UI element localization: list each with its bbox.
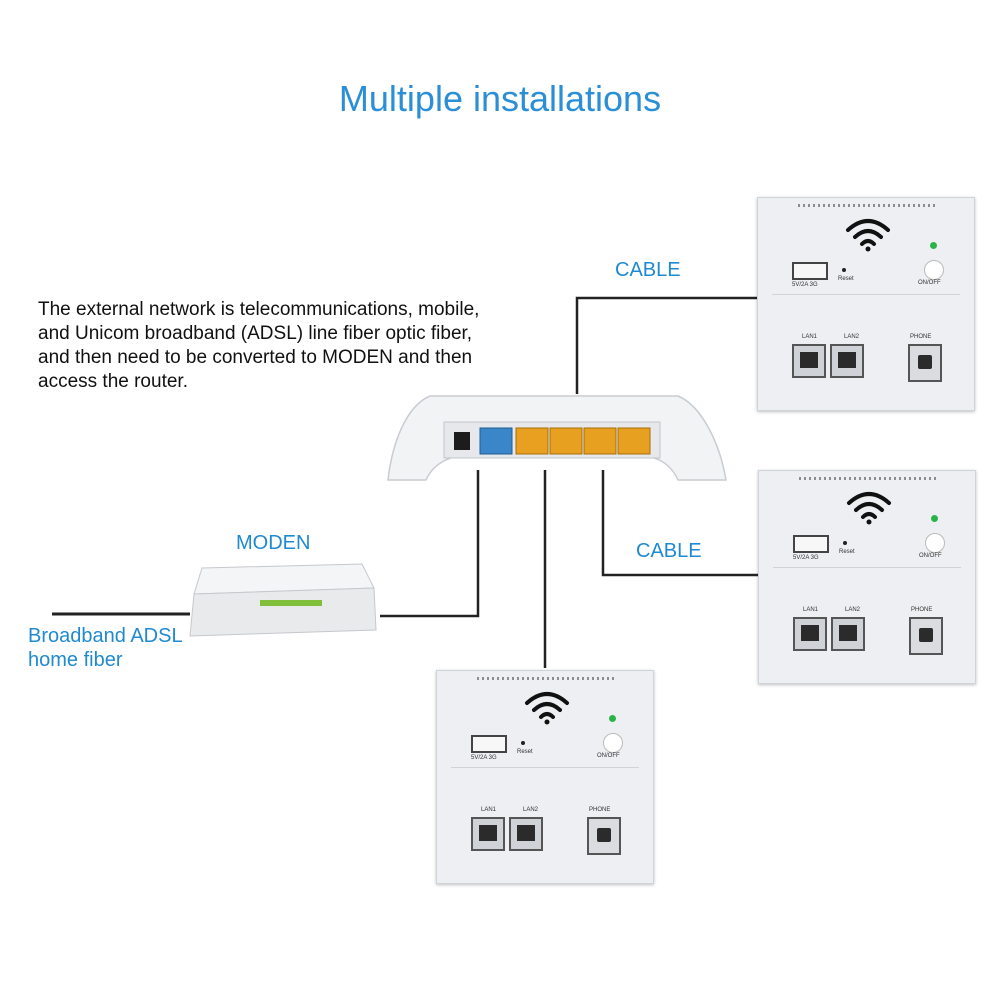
onoff-label: ON/OFF xyxy=(597,753,620,759)
lan1-port xyxy=(792,344,826,378)
description-text: The external network is telecommunicatio… xyxy=(38,299,480,392)
wifi-icon xyxy=(525,692,569,725)
phone-port xyxy=(908,344,942,382)
lan-port-4 xyxy=(617,427,651,455)
reset-hole xyxy=(842,268,846,272)
reset-hole xyxy=(521,741,525,745)
page-title: Multiple installations xyxy=(338,78,662,119)
onoff-label: ON/OFF xyxy=(918,280,941,286)
lan-port-1 xyxy=(515,427,549,455)
modem-front xyxy=(189,587,377,637)
usb-port xyxy=(792,262,828,280)
reset-label: Reset xyxy=(838,276,854,282)
reset-hole xyxy=(843,541,847,545)
lan2-port xyxy=(831,617,865,651)
usb-label: 5V/2A 3G xyxy=(792,282,818,288)
cable-label-middle: CABLE xyxy=(636,540,702,562)
lan-port-2 xyxy=(549,427,583,455)
on-off-button xyxy=(924,260,944,280)
phone-port xyxy=(587,817,621,855)
vent-grille xyxy=(477,677,617,680)
panel-divider xyxy=(772,294,960,295)
router xyxy=(387,395,727,481)
reset-label: Reset xyxy=(517,749,533,755)
phone-label: PHONE xyxy=(589,807,611,813)
wall-panel-top: ON/OFF 5V/2A 3G Reset LAN1 LAN2 PHONE xyxy=(757,197,975,411)
panel-divider xyxy=(451,767,639,768)
modem-led-strip xyxy=(260,600,322,606)
power-port xyxy=(454,432,470,450)
lan1-label: LAN1 xyxy=(481,807,497,813)
vent-grille xyxy=(798,204,938,207)
lan1-label: LAN1 xyxy=(802,334,818,340)
lan2-port xyxy=(830,344,864,378)
wan-port xyxy=(479,427,513,455)
phone-label: PHONE xyxy=(910,334,932,340)
wifi-icon xyxy=(846,219,890,252)
usb-label: 5V/2A 3G xyxy=(793,555,819,561)
adsl-label-line2: home fiber xyxy=(28,649,123,671)
power-led xyxy=(930,242,937,249)
lan1-port xyxy=(793,617,827,651)
panel-divider xyxy=(773,567,961,568)
lan1-port xyxy=(471,817,505,851)
usb-port xyxy=(793,535,829,553)
power-led xyxy=(931,515,938,522)
on-off-button xyxy=(925,533,945,553)
moden-label: MODEN xyxy=(236,532,311,554)
wire-router-to-modem xyxy=(380,470,480,618)
adsl-label-line1: Broadband ADSL xyxy=(28,625,183,647)
wall-panel-middle: ON/OFF 5V/2A 3G Reset LAN1 LAN2 PHONE xyxy=(758,470,976,684)
wire-router-to-panel-top xyxy=(575,296,760,394)
wall-panel-bottom: ON/OFF 5V/2A 3G Reset LAN1 LAN2 PHONE xyxy=(436,670,654,884)
usb-label: 5V/2A 3G xyxy=(471,755,497,761)
usb-port xyxy=(471,735,507,753)
lan-port-3 xyxy=(583,427,617,455)
lan2-label: LAN2 xyxy=(844,334,860,340)
phone-label: PHONE xyxy=(911,607,933,613)
onoff-label: ON/OFF xyxy=(919,553,942,559)
reset-label: Reset xyxy=(839,549,855,555)
on-off-button xyxy=(603,733,623,753)
wire-router-to-panel-middle xyxy=(601,470,758,577)
lan2-label: LAN2 xyxy=(523,807,539,813)
phone-port xyxy=(909,617,943,655)
modem xyxy=(189,563,377,637)
wifi-icon xyxy=(847,492,891,525)
vent-grille xyxy=(799,477,939,480)
power-led xyxy=(609,715,616,722)
adsl-label: Broadband ADSL home fiber xyxy=(28,624,183,672)
lan2-label: LAN2 xyxy=(845,607,861,613)
lan1-label: LAN1 xyxy=(803,607,819,613)
lan2-port xyxy=(509,817,543,851)
cable-label-top: CABLE xyxy=(615,259,681,281)
